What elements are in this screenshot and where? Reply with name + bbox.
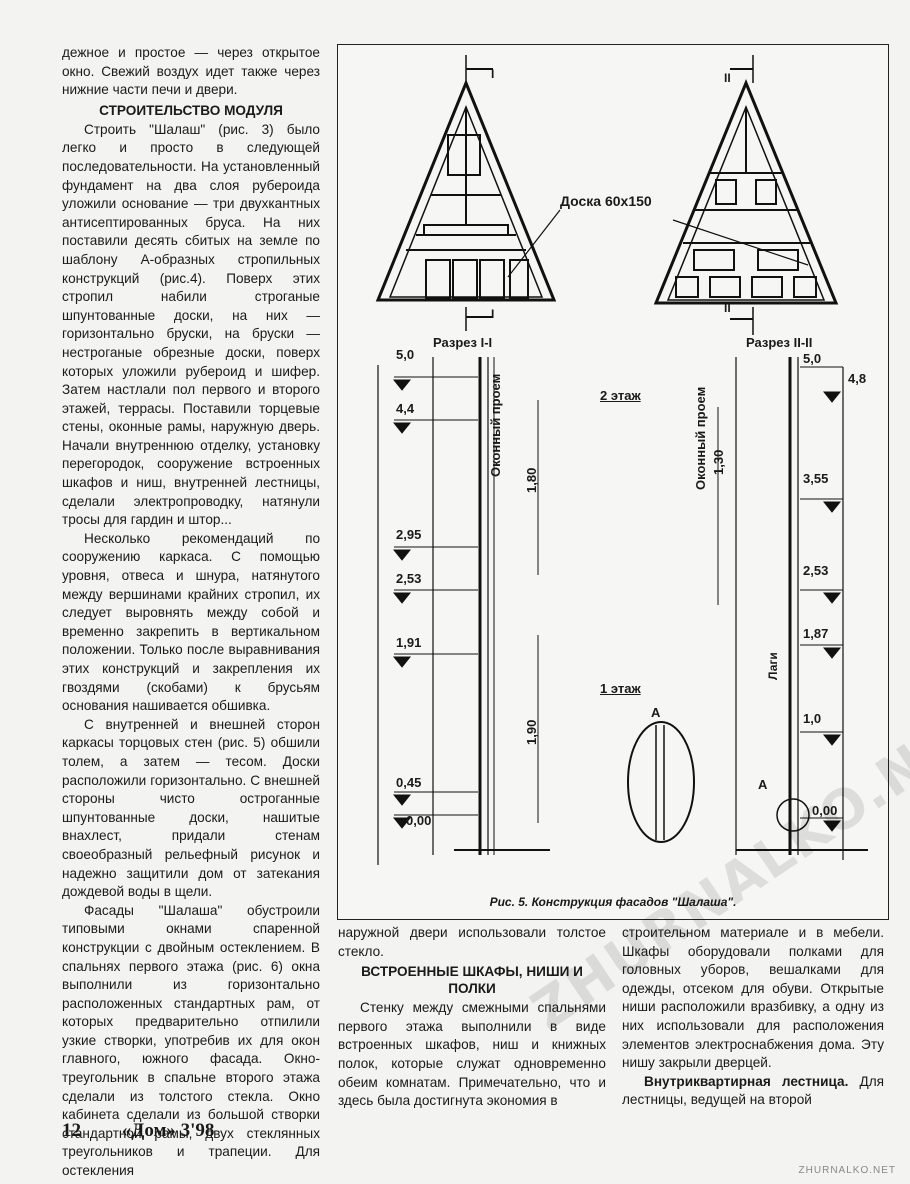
detail-label: А bbox=[651, 705, 661, 720]
paragraph: Строить "Шалаш" (рис. 3) было легко и пр… bbox=[62, 121, 320, 528]
section-mark-top-left: I bbox=[491, 67, 495, 81]
dim-left: 0,45 bbox=[396, 775, 422, 790]
section-2-label: Разрез II-II bbox=[746, 335, 813, 350]
paragraph: Внутриквартирная лестница. Для лестницы,… bbox=[622, 1073, 884, 1110]
page-number: 12 bbox=[62, 1120, 81, 1141]
figure-facade-construction: Доска 60х150 Разрез I-I Разрез II-II I I… bbox=[337, 44, 889, 920]
paragraph: Стенку между смежными спальнями первого … bbox=[338, 1000, 606, 1109]
paragraph: Фасады "Шалаша" обустроили типовыми окна… bbox=[62, 902, 320, 1179]
section-mark-bottom-left: I bbox=[491, 307, 495, 321]
paragraph: строительном материале и в мебели. Шкафы… bbox=[622, 925, 884, 1071]
figure-caption: Рис. 5. Конструкция фасадов "Шалаша". bbox=[489, 895, 737, 909]
floor-2-label: 2 этаж bbox=[600, 388, 641, 403]
dim-right: 3,55 bbox=[803, 471, 829, 486]
paragraph: С внутренней и внешней сторон каркасы то… bbox=[62, 716, 320, 900]
span-left-upper: 1,80 bbox=[524, 467, 539, 493]
run-in-heading: Внутриквартирная лестница. bbox=[644, 1073, 849, 1089]
dim-right: 1,87 bbox=[803, 626, 829, 641]
dim-left: 1,91 bbox=[396, 635, 422, 650]
section-mark-top-right: II bbox=[724, 71, 731, 85]
floor-1-label: 1 этаж bbox=[600, 681, 641, 696]
magazine-issue: «Дом» 3'98 bbox=[121, 1120, 215, 1141]
facade-drawing bbox=[375, 55, 868, 865]
dim-right: 4,8 bbox=[848, 371, 867, 386]
paragraph-text: Для лестницы, ведущей на второй bbox=[622, 1073, 884, 1108]
dim-left: 2,53 bbox=[396, 571, 422, 586]
board-label: Доска 60х150 bbox=[560, 193, 652, 209]
dim-right: 1,0 bbox=[803, 711, 822, 726]
dim-left: 2,95 bbox=[396, 527, 422, 542]
text-column-2: наружной двери использовали толстое стек… bbox=[338, 924, 606, 1111]
window-opening-label-right: Оконный проем bbox=[693, 386, 708, 490]
paragraph: наружной двери использовали толстое стек… bbox=[338, 925, 606, 959]
text-column-3: строительном материале и в мебели. Шкафы… bbox=[622, 924, 884, 1110]
dim-right: 5,0 bbox=[803, 351, 822, 366]
lagi-label: Лаги bbox=[766, 652, 780, 680]
section-mark-bottom-right: II bbox=[724, 301, 731, 315]
paragraph: дежное и простое — через открытое окно. … bbox=[62, 45, 320, 98]
corner-mark: ZHURNALKO.NET bbox=[798, 1165, 896, 1176]
page-footer: 12 «Дом» 3'98 bbox=[62, 1120, 250, 1142]
dim-right: 0,00 bbox=[812, 803, 838, 818]
section-1-label: Разрез I-I bbox=[433, 335, 493, 350]
window-opening-label-left: Оконный проем bbox=[488, 373, 503, 477]
dim-left: 0,00 bbox=[406, 813, 432, 828]
text-column-1: дежное и простое — через открытое окно. … bbox=[62, 44, 320, 1181]
dim-left: 4,4 bbox=[396, 401, 415, 416]
dim-left: 5,0 bbox=[396, 347, 415, 362]
span-right: 1,30 bbox=[711, 449, 726, 475]
span-left-lower: 1,90 bbox=[524, 719, 539, 745]
dim-right: 2,53 bbox=[803, 563, 829, 578]
section-heading: СТРОИТЕЛЬСТВО МОДУЛЯ bbox=[99, 102, 283, 118]
detail-marker: А bbox=[758, 777, 768, 792]
section-heading: ВСТРОЕННЫЕ ШКАФЫ, НИШИ И ПОЛКИ bbox=[361, 964, 583, 997]
paragraph: Несколько рекомендаций по сооружению кар… bbox=[62, 530, 320, 714]
